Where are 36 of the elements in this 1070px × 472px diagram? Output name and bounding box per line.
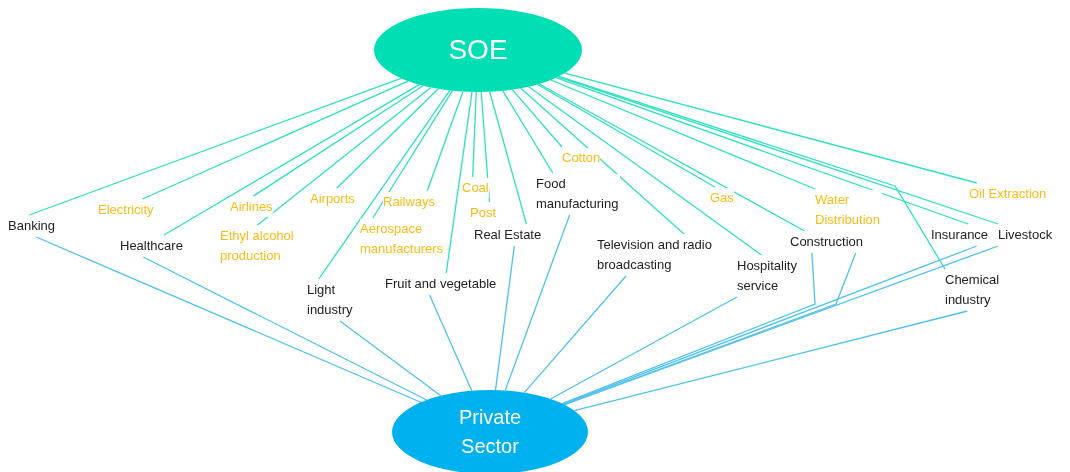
node-label: SOE xyxy=(447,32,509,67)
connector-line xyxy=(445,91,473,274)
connector-line xyxy=(561,252,816,405)
connector-line xyxy=(472,91,477,178)
connector-line xyxy=(549,296,738,400)
industry-label: Railways xyxy=(383,192,435,212)
connector-line xyxy=(536,83,716,188)
connector-line xyxy=(336,88,439,189)
connector-line xyxy=(550,79,816,190)
connector-line xyxy=(523,275,627,394)
connector-line xyxy=(428,294,473,392)
connector-line xyxy=(520,87,685,235)
node-label: Private Sector xyxy=(457,405,523,459)
connector-line xyxy=(511,89,563,148)
connector-line xyxy=(494,245,515,391)
connector-line xyxy=(28,77,402,216)
connector-line xyxy=(318,89,451,280)
connector-line xyxy=(504,214,571,392)
connector-line xyxy=(573,310,969,412)
connector-line xyxy=(163,84,420,236)
connector-line xyxy=(528,86,763,256)
connector-line xyxy=(564,72,978,184)
connector-line xyxy=(252,85,424,197)
connector-line xyxy=(488,91,528,225)
connector-line xyxy=(256,86,432,226)
connector-line xyxy=(35,236,422,403)
connector-line xyxy=(142,256,428,401)
connector-line xyxy=(372,90,454,219)
connector-line xyxy=(339,320,442,397)
industry-label: Coal xyxy=(462,178,489,198)
connector-line xyxy=(141,80,409,200)
connector-line xyxy=(538,83,806,232)
connector-line xyxy=(558,75,946,270)
connector-line xyxy=(502,90,554,174)
industry-label: Food manufacturing xyxy=(536,174,620,214)
connector-line xyxy=(426,90,464,192)
